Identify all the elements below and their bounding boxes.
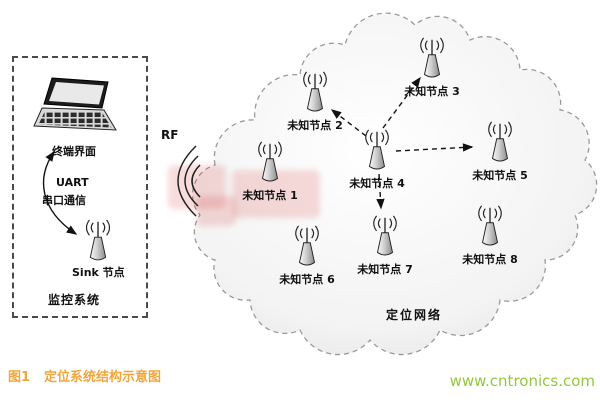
monitoring-system-box	[12, 56, 148, 318]
uart-label-line1: UART	[56, 176, 89, 189]
node-unknown-2: 未知节点 2	[267, 70, 363, 133]
node-unknown-7: 未知节点 7	[337, 214, 433, 277]
node-label: 未知节点 1	[242, 189, 298, 202]
node-unknown-3: 未知节点 3	[384, 36, 480, 99]
laptop-icon	[33, 77, 117, 131]
antenna-icon	[290, 224, 324, 269]
antenna-icon	[415, 36, 449, 81]
antenna-icon	[298, 70, 332, 115]
antenna-icon	[368, 214, 402, 259]
node-label: 未知节点 3	[404, 85, 460, 98]
terminal-label: 终端界面	[52, 145, 96, 158]
node-unknown-5: 未知节点 5	[452, 120, 548, 183]
node-unknown-8: 未知节点 8	[442, 204, 538, 267]
figure-caption: 图1 定位系统结构示意图	[8, 366, 161, 385]
node-label: 未知节点 4	[349, 177, 405, 190]
figure-number: 图1	[8, 370, 31, 385]
antenna-icon	[360, 128, 394, 173]
antenna-icon	[473, 204, 507, 249]
node-unknown-1: 未知节点 1	[222, 140, 318, 203]
antenna-icon	[483, 120, 517, 165]
node-label: 未知节点 7	[357, 263, 413, 276]
figure-title: 定位系统结构示意图	[44, 370, 162, 385]
antenna-icon	[253, 140, 287, 185]
rf-label: RF	[161, 128, 179, 142]
node-unknown-4: 未知节点 4	[329, 128, 425, 191]
monitoring-system-label: 监控系统	[48, 293, 101, 307]
uart-label-line2: 串口通信	[42, 194, 86, 207]
sink-node-label: Sink 节点	[72, 266, 125, 279]
positioning-network-label: 定位网络	[386, 308, 443, 322]
site-watermark-link[interactable]: www.cntronics.com	[449, 372, 595, 390]
node-label: 未知节点 8	[462, 253, 518, 266]
sink-antenna-icon	[80, 218, 116, 264]
node-label: 未知节点 5	[472, 169, 528, 182]
